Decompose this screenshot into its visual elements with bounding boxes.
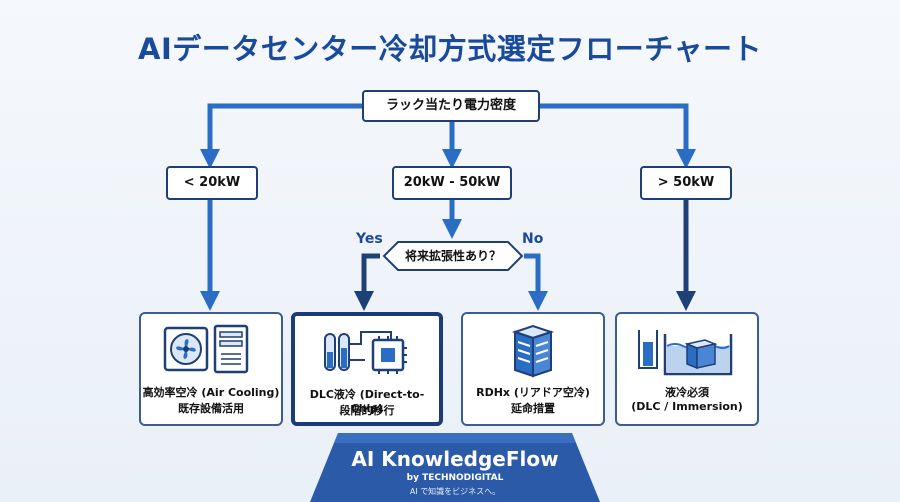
yes-label: Yes [356,231,383,247]
footer-brand: AI KnowledgeFlow [351,447,559,471]
outcome-rdhx-title: RDHx (リアドア空冷) [476,386,590,399]
root-label: ラック当たり電力密度 [385,98,516,113]
outcome-dlc: DLC液冷 (Direct-to-Chip) 段階的移行 [291,312,443,426]
immersion-tank-icon [638,330,733,376]
outcome-air-cooling-note: 既存設備活用 [178,402,244,415]
outcome-air-cooling-title: 高効率空冷 (Air Cooling) [142,386,280,399]
chip-cooling-icon [324,331,407,374]
arrow-root-left [200,103,362,169]
outcome-dlc-note: 段階的移行 [339,404,395,417]
footer-tagline: AI で知識をビジネスへ。 [409,487,501,496]
outcome-air-cooling: 高効率空冷 (Air Cooling) 既存設備活用 [139,312,283,426]
no-label: No [522,231,544,247]
outcome-dlc-title: DLC液冷 (Direct-to-Chip) [309,388,425,415]
root-node: ラック当たり電力密度 [362,90,540,122]
arrow-root-right [540,103,696,169]
arrow-decision-yes [354,253,380,311]
branch-low-label: < 20kW [183,175,241,190]
branch-high-label: > 50kW [657,175,715,190]
branch-mid-label: 20kW - 50kW [403,175,501,190]
branch-high: > 50kW [640,166,732,200]
page-title: AIデータセンター冷却方式選定フローチャート [138,32,762,66]
branch-low: < 20kW [166,166,258,200]
fan-server-icon [163,324,249,374]
arrow-decision-no [524,253,548,311]
outcome-rdhx-note: 延命措置 [511,402,555,415]
decision-label: 将来拡張性あり？ [404,249,501,263]
server-rack-icon [511,324,555,378]
decision-shape [382,241,524,271]
branch-mid: 20kW - 50kW [392,166,512,200]
outcome-liquid-note: (DLC / Immersion) [631,400,743,413]
outcome-rdhx: RDHx (リアドア空冷) 延命措置 [461,312,605,426]
footer-background [310,433,600,502]
outcome-liquid: 液冷必須 (DLC / Immersion) [615,312,759,426]
footer-byline: by TECHNODIGITAL [406,473,504,483]
footer-banner: AI KnowledgeFlow by TECHNODIGITAL AI で知識… [310,433,600,502]
outcome-liquid-title: 液冷必須 [665,386,709,399]
